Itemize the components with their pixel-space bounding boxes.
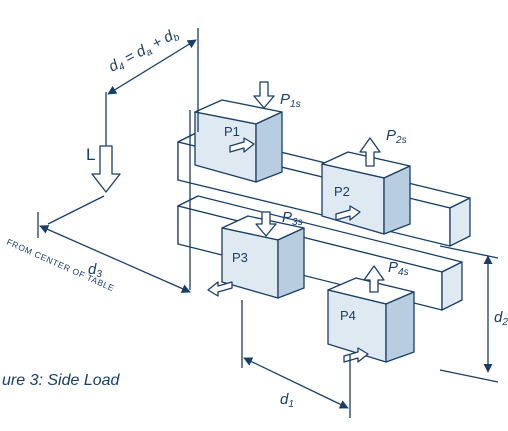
force-arrow-p3s — [255, 211, 277, 237]
dim-label-d2: d2 — [494, 309, 508, 328]
carriage-label-p2: P2 — [334, 184, 350, 199]
carriage-label-p4: P4 — [340, 308, 356, 323]
carriage-p1 — [194, 99, 283, 183]
carriage-label-p3: P3 — [232, 250, 248, 265]
force-arrow-p1s — [253, 81, 275, 109]
dim-label-d1: d1 — [280, 391, 294, 410]
dimension-lines — [37, 28, 499, 418]
load-label: L — [86, 145, 95, 164]
force-label-p4s: P4s — [388, 259, 409, 278]
force-label-p1s: P1s — [280, 91, 301, 110]
force-label-p2s: P2s — [386, 127, 407, 146]
load-arrow — [91, 145, 121, 193]
carriage-p3 — [207, 215, 305, 299]
dim-label-d3: d3 — [88, 261, 102, 280]
force-arrow-p4s — [363, 265, 385, 293]
formula-label: d4 = da + db — [106, 25, 182, 78]
force-label-p3s: P3s — [282, 209, 303, 228]
carriage-label-p1: P1 — [224, 124, 240, 139]
figure-caption: ure 3: Side Load — [2, 372, 120, 389]
from-center-label: FROM CENTER OF TABLE — [5, 237, 116, 294]
force-arrow-p2s — [359, 137, 381, 167]
